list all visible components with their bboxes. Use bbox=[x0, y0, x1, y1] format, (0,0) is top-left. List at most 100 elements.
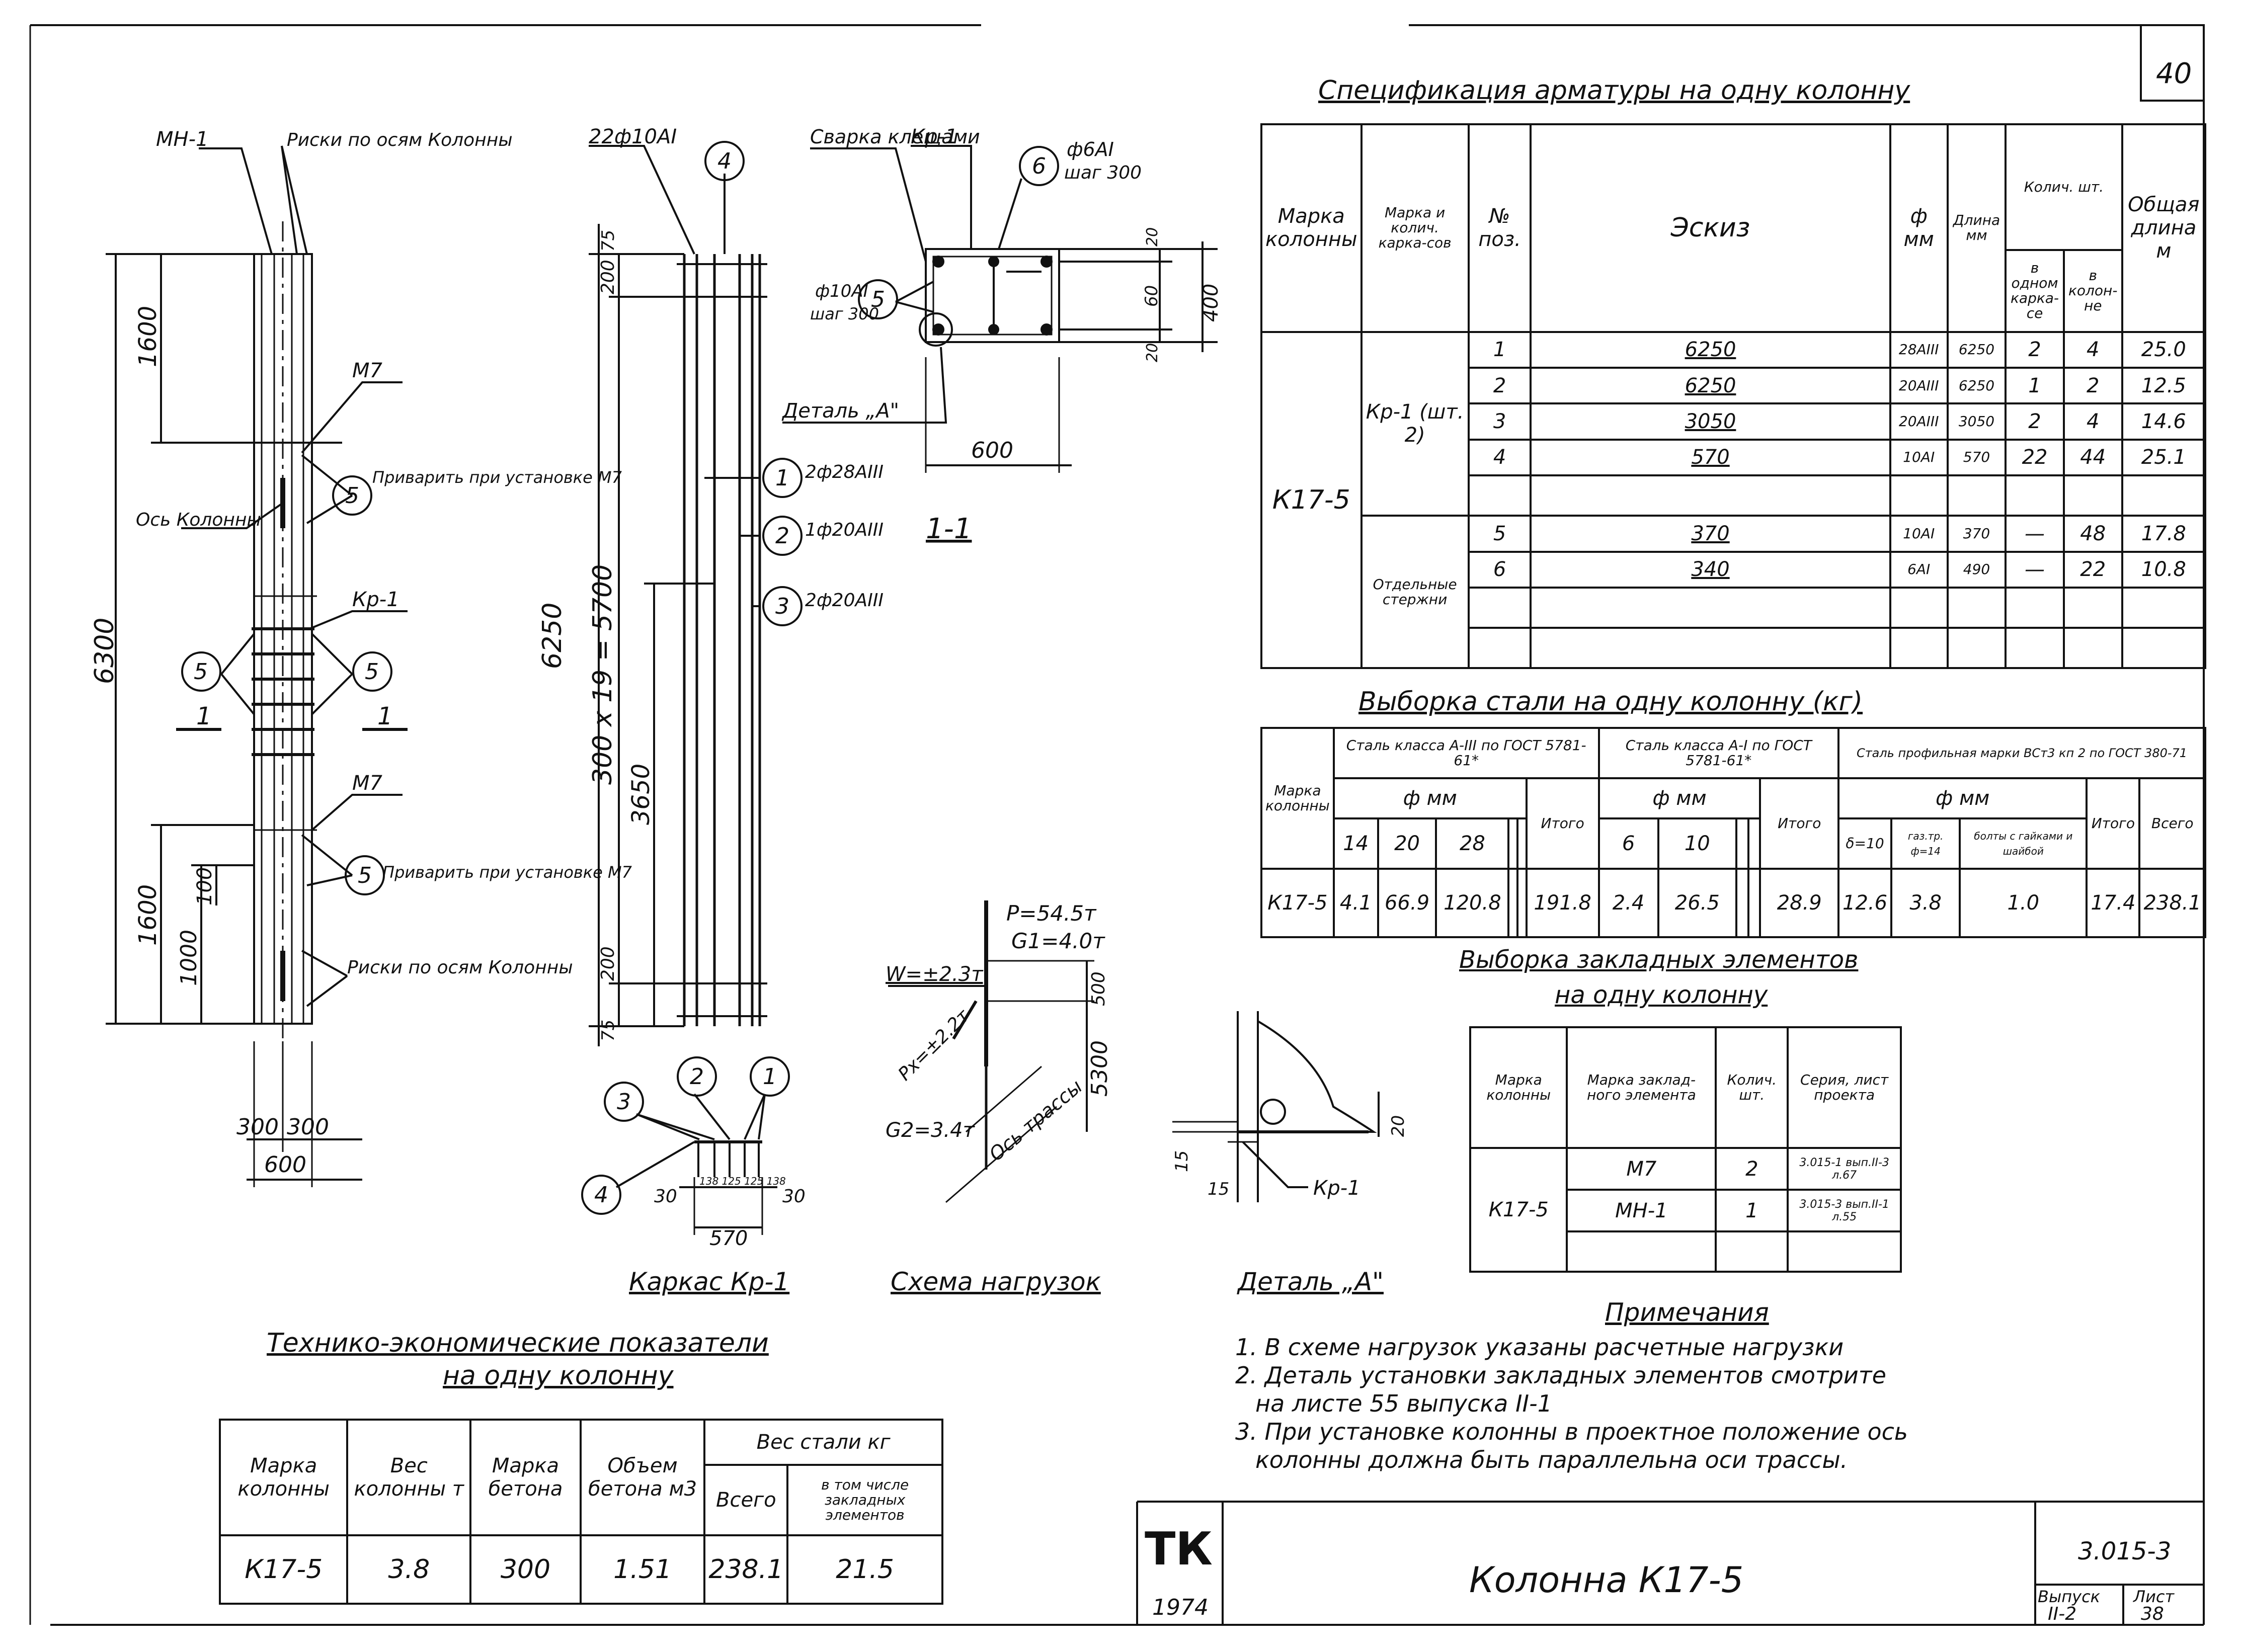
embedded-title-1: Выборка закладных элементов bbox=[1459, 946, 1859, 974]
dim-5700: 300 x 19 = 5700 bbox=[588, 564, 618, 785]
cage-sec-callout-1: 1 bbox=[763, 1064, 777, 1090]
detail-dim-15a: 15 bbox=[1172, 1150, 1192, 1172]
load-dim-5300: 5300 bbox=[1087, 1040, 1112, 1097]
section-mark-left: 1 bbox=[196, 702, 212, 730]
bar-2-label: 1ф20АIII bbox=[805, 520, 884, 540]
dim-200-top: 200 bbox=[598, 260, 618, 294]
cage-sec-dim-30a: 30 bbox=[654, 1186, 677, 1207]
note-line: 1. В схеме нагрузок указаны расчетные на… bbox=[1235, 1334, 1844, 1361]
section-dim-20b: 20 bbox=[1144, 343, 1161, 362]
table-row: 3 3050 20АIII 3050 2 4 14.6 bbox=[1261, 402, 2207, 441]
spec-h-length: Длина мм bbox=[1946, 123, 2007, 333]
dim-300-b: 300 bbox=[287, 1114, 329, 1140]
dim-75-bottom: 75 bbox=[598, 1020, 618, 1041]
load-px: Px=±2.2т bbox=[894, 1005, 974, 1085]
callout-5-right: 5 bbox=[365, 659, 379, 685]
m7-bottom-label: М7 bbox=[352, 772, 383, 795]
spec-table: Марка колонны Марка и колич. карка-сов №… bbox=[1260, 123, 2207, 670]
bar-5-label: ф10АI bbox=[815, 281, 868, 301]
detail-kr1: Кр-1 bbox=[1313, 1177, 1360, 1200]
steel-title: Выборка стали на одну колонну (кг) bbox=[1358, 687, 1863, 717]
cage-caption: Каркас Кр-1 bbox=[629, 1267, 789, 1296]
issue-number: II-2 bbox=[2048, 1604, 2076, 1624]
load-scheme bbox=[888, 900, 1094, 1203]
spec-h-sketch: Эскиз bbox=[1530, 123, 1891, 333]
table-row bbox=[1261, 474, 2207, 517]
spec-h-qty-frame: в одном карка-се bbox=[2005, 249, 2065, 333]
detail-caption: Деталь „А" bbox=[1237, 1267, 1384, 1296]
mn1-label: МН-1 bbox=[156, 128, 208, 151]
m7-top-label: М7 bbox=[352, 359, 383, 382]
callout-1: 1 bbox=[775, 465, 789, 491]
section-mark-right: 1 bbox=[377, 702, 393, 730]
detail-a-drawing bbox=[1172, 1011, 1380, 1202]
cage-sec-callout-3: 3 bbox=[617, 1089, 631, 1115]
dim-600: 600 bbox=[264, 1152, 306, 1178]
table-row: К17-5 3.8 300 1.51 238.1 21.5 bbox=[218, 1534, 943, 1605]
section-callout-5: 5 bbox=[871, 287, 885, 312]
step-5-label: шаг 300 bbox=[810, 304, 879, 323]
spec-h-qty-column: в колон-не bbox=[2062, 249, 2123, 333]
notes-title: Примечания bbox=[1605, 1298, 1769, 1327]
note-line: колонны должна быть параллельна оси трас… bbox=[1255, 1446, 1848, 1473]
year: 1974 bbox=[1152, 1595, 1209, 1620]
cage-sec-callout-4: 4 bbox=[594, 1182, 608, 1208]
dim-1000: 1000 bbox=[176, 930, 202, 986]
axis-label: Ось Колонны bbox=[136, 510, 261, 530]
note-line: 2. Деталь установки закладных элементов … bbox=[1235, 1362, 1886, 1389]
section-dim-600: 600 bbox=[971, 438, 1013, 463]
sheet-label: Лист bbox=[2133, 1587, 2175, 1606]
bars-top-label: 22ф10АI bbox=[589, 125, 677, 148]
callout-3: 3 bbox=[775, 594, 789, 619]
table-row: К17-5 4.1 66.9 120.8 191.8 2.4 26.5 28.9… bbox=[1260, 868, 2206, 938]
dim-100: 100 bbox=[193, 867, 216, 905]
section-dim-60: 60 bbox=[1142, 285, 1162, 307]
tep-title-2: на одну колонну bbox=[443, 1361, 674, 1391]
spec-h-frame: Марка и колич. карка-сов bbox=[1360, 123, 1470, 333]
dim-75-top: 75 bbox=[598, 230, 618, 252]
cage-sec-callout-2: 2 bbox=[690, 1064, 704, 1090]
callout-4: 4 bbox=[717, 148, 732, 174]
section-label: 1-1 bbox=[926, 513, 972, 545]
spec-group-1: Кр-1 (шт. 2) bbox=[1360, 331, 1470, 517]
cage-sec-dim-570: 570 bbox=[709, 1227, 748, 1250]
title-block-lines bbox=[1136, 1501, 2204, 1625]
spec-h-qty: Колич. шт. bbox=[2005, 123, 2123, 251]
table-row: 2 6250 20АIII 6250 1 2 12.5 bbox=[1261, 366, 2207, 405]
load-g2: G2=3.4т bbox=[886, 1119, 976, 1142]
dim-1600-top: 1600 bbox=[134, 306, 162, 367]
load-p: P=54.5т bbox=[1006, 901, 1097, 926]
section-dim-20a: 20 bbox=[1144, 227, 1161, 246]
weld-label: Сварка клещами bbox=[810, 126, 980, 148]
spec-h-pos: № поз. bbox=[1467, 123, 1532, 333]
issue-label: Выпуск bbox=[2038, 1587, 2101, 1606]
table-row: 6 340 6АI 490 — 22 10.8 bbox=[1261, 550, 2207, 589]
load-dim-500: 500 bbox=[1088, 971, 1109, 1006]
table-row: К17-5 М7 2 3.015-1 вып.II-3 л.67 bbox=[1469, 1147, 1902, 1273]
cage-sec-dims-inner: 138 125 125 138 bbox=[699, 1175, 786, 1187]
note-line: 3. При установке колонны в проектное пол… bbox=[1235, 1418, 1908, 1445]
steel-table: Марка колонны Сталь класса А-III по ГОСТ… bbox=[1260, 727, 2206, 938]
embedded-table: Марка колонны Марка заклад-ного элемента… bbox=[1469, 1026, 1902, 1273]
axis-marks-top: Риски по осям Колонны bbox=[287, 130, 513, 150]
bar-6-label: ф6АI bbox=[1067, 138, 1114, 160]
callout-2: 2 bbox=[775, 523, 789, 549]
table-row bbox=[1470, 1230, 1902, 1273]
notes-list: 1. В схеме нагрузок указаны расчетные на… bbox=[1235, 1333, 1908, 1474]
callout-6: 6 bbox=[1032, 153, 1046, 179]
section-kr1-label: Кр-1 bbox=[911, 125, 958, 148]
kr1-label: Кр-1 bbox=[352, 588, 399, 611]
weld-note-bottom: Приварить при установке М7 bbox=[382, 863, 632, 882]
spec-h-mark: Марка колонны bbox=[1260, 123, 1363, 333]
table-row: К17-5 Кр-1 (шт. 2) 1 6250 28АIII 6250 2 … bbox=[1260, 331, 2207, 670]
dim-300-a: 300 bbox=[236, 1114, 279, 1140]
logo-tk: ТК bbox=[1145, 1523, 1213, 1576]
table-row bbox=[1261, 627, 2207, 669]
spec-column-mark: К17-5 bbox=[1260, 331, 1363, 670]
detail-a-ref: Деталь „А" bbox=[781, 399, 899, 423]
table-row bbox=[1261, 587, 2207, 629]
callout-5-bottom: 5 bbox=[358, 863, 372, 888]
load-w: W=±2.3т bbox=[886, 963, 984, 986]
